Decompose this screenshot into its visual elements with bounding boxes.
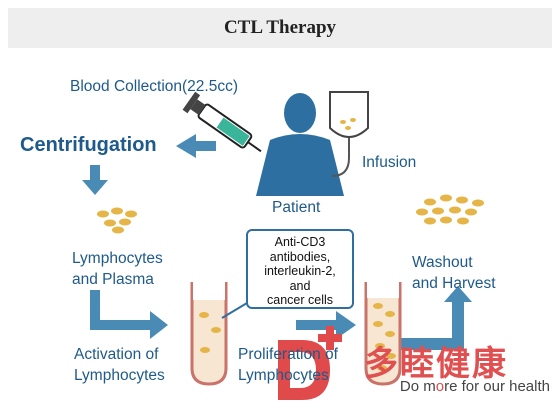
label-activation-line1: Activation of [74, 346, 159, 363]
brand-chinese-name: 多睦健康 [364, 344, 508, 384]
diagram-title: CTL Therapy [223, 17, 337, 38]
label-infusion: Infusion [362, 154, 417, 171]
label-activation-line2: Lymphocytes [74, 367, 165, 384]
harvest-cells [416, 194, 484, 225]
arrow-down-1 [82, 165, 108, 195]
label-patient: Patient [272, 199, 321, 216]
callout-line-4: and [289, 278, 311, 293]
callout-line-5: cancer cells [267, 293, 333, 307]
brand-slogan-post: re for our health [444, 378, 550, 395]
arrow-to-centrifugation [176, 134, 216, 158]
label-washout-line2: and Harvest [412, 275, 496, 292]
brand-slogan: Do more for our health [400, 378, 550, 395]
label-washout-harvest: Washout and Harvest [412, 252, 496, 294]
label-centrifugation: Centrifugation [20, 134, 157, 156]
arrow-tube-to-tube [296, 311, 356, 339]
arrow-elbow-activation [90, 290, 168, 339]
callout-line-1: Anti-CD3 [274, 235, 326, 249]
callout-line-2: antibodies, [269, 249, 331, 264]
iv-bag-icon [329, 91, 369, 177]
label-proliferation: Proliferation of Lymphocytes [238, 344, 338, 386]
title-bar: CTL Therapy [8, 8, 552, 48]
label-lymphocytes-plasma: Lymphocytes and Plasma [72, 248, 163, 290]
brand-slogan-mid: o [435, 378, 445, 395]
syringe-icon [182, 91, 262, 153]
arrow-elbow-washout [400, 286, 472, 350]
brand-slogan-pre: Do m [399, 378, 436, 395]
label-proliferation-line1: Proliferation of [238, 346, 338, 363]
callout-line-3: interleukin-2, [264, 264, 336, 278]
label-lymphocytes-line1: Lymphocytes [72, 250, 163, 267]
label-activation: Activation of Lymphocytes [74, 344, 165, 386]
test-tube-proliferation [364, 282, 402, 386]
label-washout-line1: Washout [412, 254, 473, 271]
label-proliferation-line2: Lymphocytes [238, 367, 329, 384]
lymphocyte-cells [97, 207, 137, 234]
label-lymphocytes-line2: and Plasma [72, 271, 154, 288]
brand-logo-icon [278, 326, 342, 400]
patient-icon [256, 93, 344, 196]
label-blood-collection: Blood Collection(22.5cc) [70, 78, 239, 95]
test-tube-activation [190, 282, 228, 386]
reagents-callout: Anti-CD3 antibodies, interleukin-2, and … [246, 229, 354, 309]
